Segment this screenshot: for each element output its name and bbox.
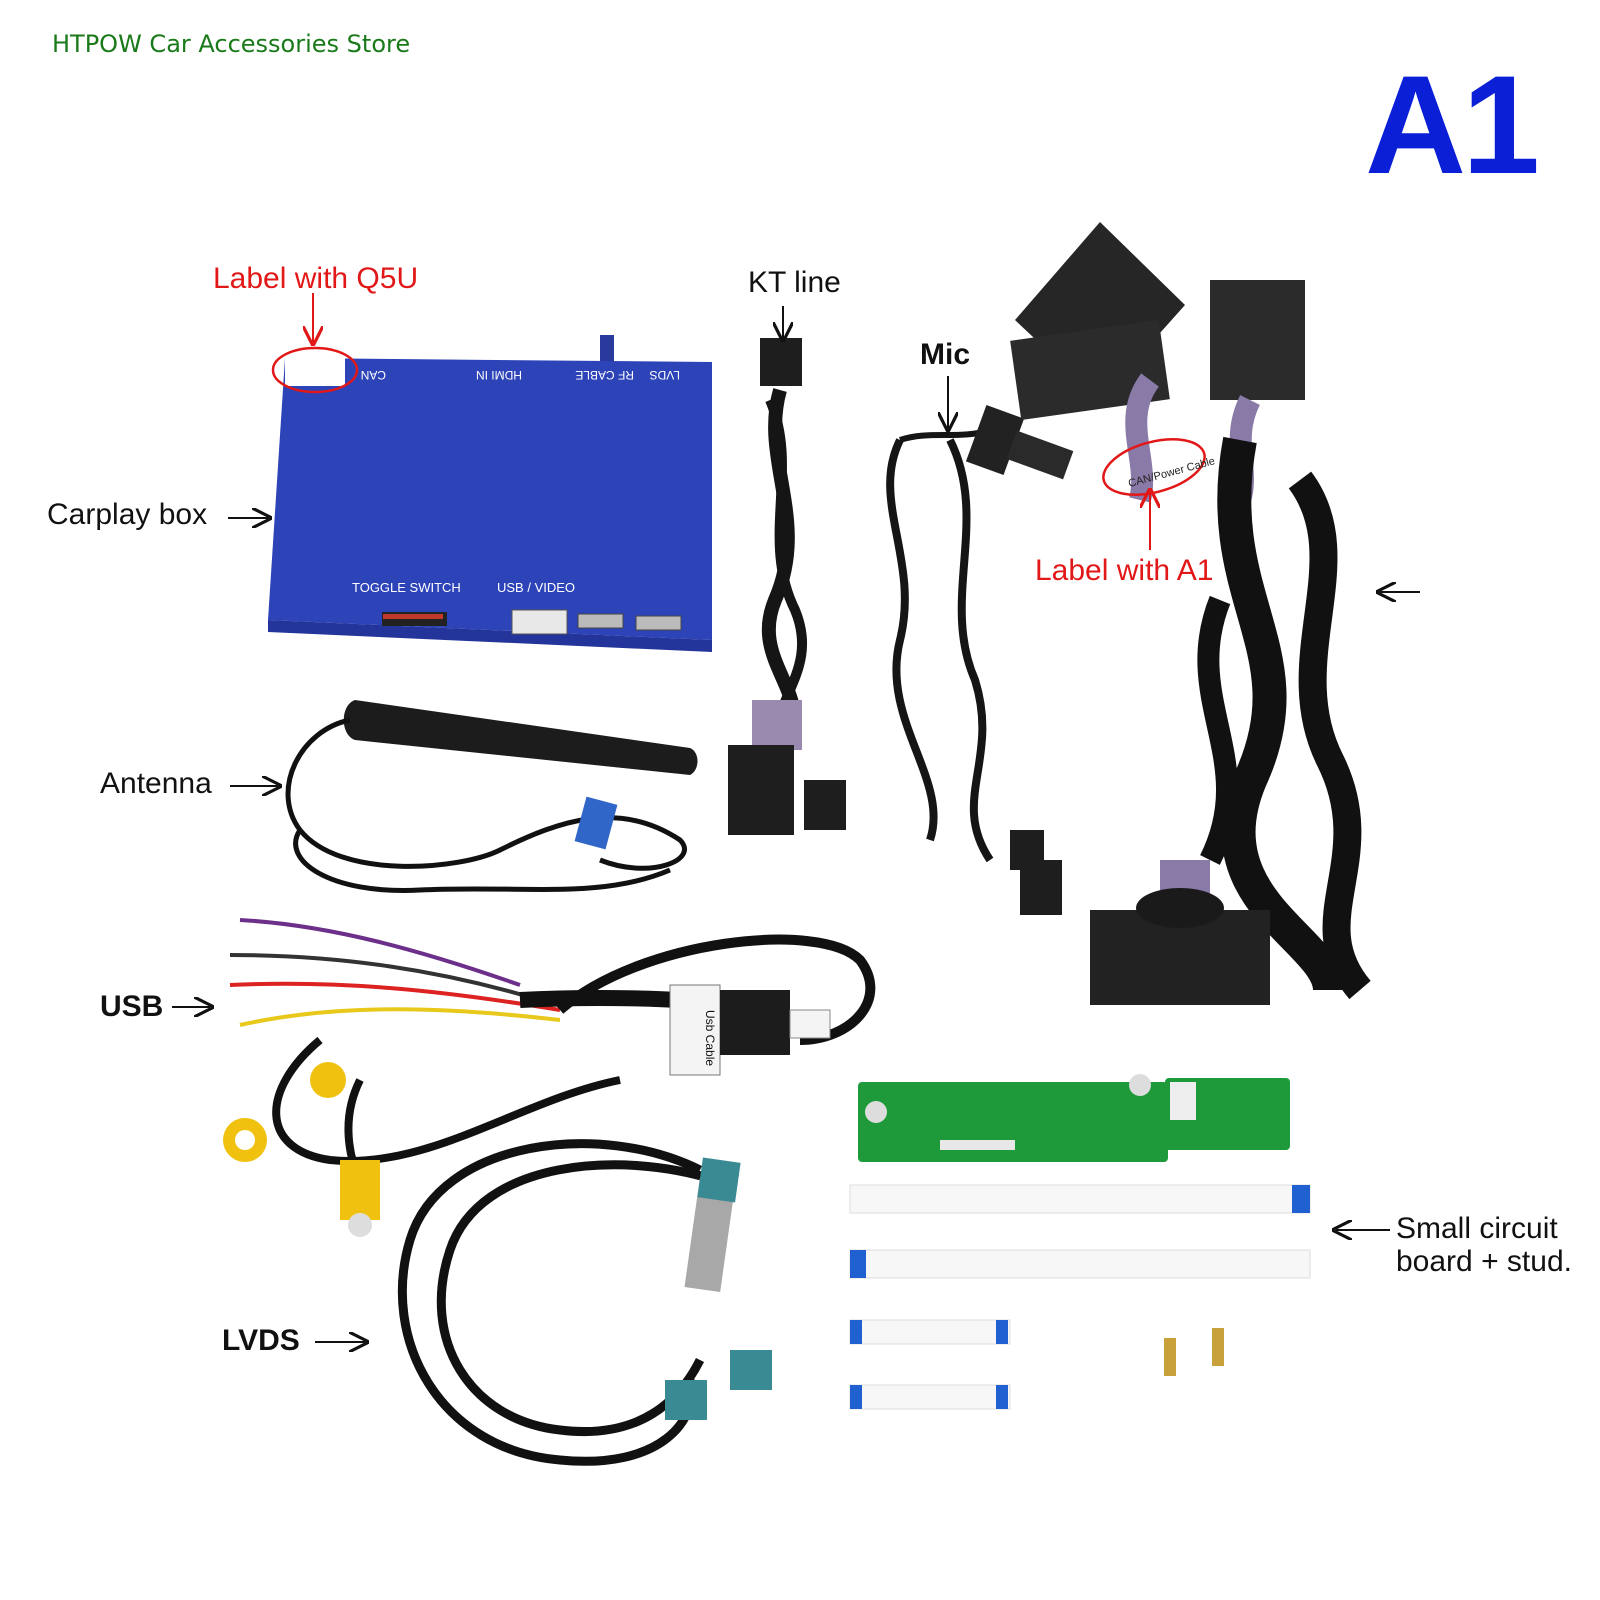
label-a1-text: Label with A1	[1035, 554, 1214, 587]
model-badge: A1	[1365, 46, 1540, 203]
antenna-label: Antenna	[100, 767, 212, 800]
box-toggle-label: TOGGLE SWITCH	[352, 580, 461, 595]
box-lvds-label: LVDS	[650, 368, 680, 382]
box-hdmi-label: HDMI IN	[476, 368, 522, 382]
mic-cable	[886, 404, 1074, 915]
carplay-box-image	[268, 335, 712, 652]
label-q5u-text: Label with Q5U	[213, 262, 419, 295]
kt-line-label: KT line	[748, 266, 841, 299]
circuit-board-kit	[849, 1074, 1311, 1410]
annotation-arrows	[172, 293, 1420, 1342]
usb-cable-tag: Usb Cable	[703, 1010, 717, 1066]
mic-label: Mic	[920, 338, 971, 371]
usb-label: USB	[100, 990, 164, 1023]
usb-cable	[223, 918, 876, 1237]
carplay-box-label: Carplay box	[47, 498, 208, 531]
small-circuit-label-line1: Small circuit	[1396, 1212, 1558, 1245]
kt-line-cable	[728, 338, 846, 835]
store-name: HTPOW Car Accessories Store	[52, 30, 411, 58]
lvds-label: LVDS	[222, 1324, 300, 1357]
lvds-cable	[397, 1139, 772, 1466]
small-circuit-label-line2: board + stud.	[1396, 1245, 1572, 1278]
box-rf-label: RF CABLE	[575, 368, 634, 382]
box-usb-video-label: USB / VIDEO	[497, 580, 575, 595]
box-can-label: CAN	[361, 368, 386, 382]
antenna-image	[285, 700, 698, 893]
main-harness	[1010, 222, 1372, 1005]
